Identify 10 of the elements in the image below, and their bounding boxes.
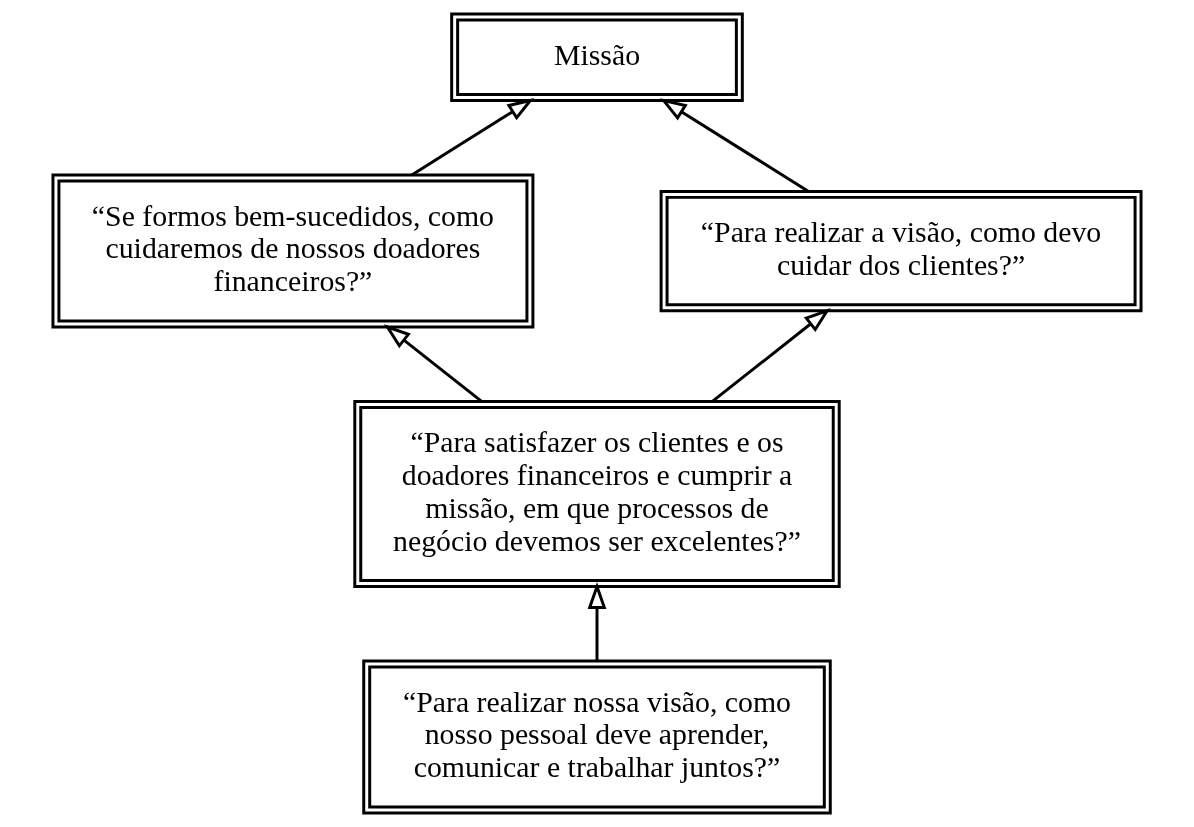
arrow — [383, 324, 483, 403]
node-box: “Se formos bem-sucedidos, como cuidaremos de nossos doadores financeiros?” — [51, 173, 535, 329]
node-box: Missão — [450, 12, 744, 102]
arrow — [411, 98, 535, 177]
node-box: “Para realizar nossa visão, como nosso pessoal deve aprender, comunicar e trabalhar juntos?” — [362, 659, 832, 815]
arrow — [659, 98, 809, 193]
node-box: “Para satisfazer os clientes e os doadores financeiros e cumprir a missão, em que processos de negócio devemos ser excelentes?” — [353, 400, 841, 588]
arrow — [711, 308, 831, 403]
arrow — [587, 582, 607, 661]
node-box: “Para realizar a visão, como devo cuidar dos clientes?” — [659, 189, 1143, 313]
